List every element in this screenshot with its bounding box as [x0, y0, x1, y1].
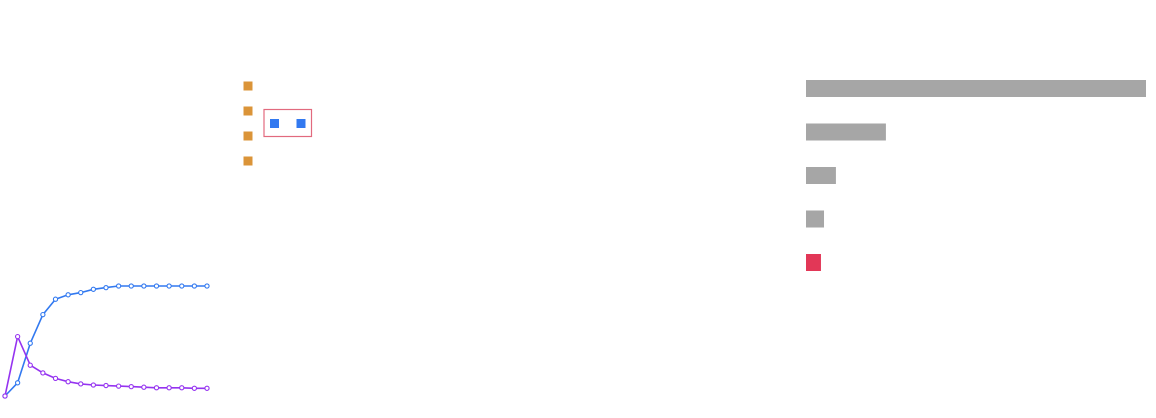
data-point-purple — [191, 385, 198, 391]
data-point-blue — [166, 283, 172, 289]
data-point-blue — [141, 283, 147, 289]
marker-orange — [243, 81, 253, 91]
data-point-blue — [52, 296, 59, 302]
data-point-blue — [128, 283, 134, 289]
data-point-blue — [204, 283, 210, 289]
data-point-blue — [115, 283, 122, 289]
marker-orange — [243, 156, 253, 166]
data-point-blue — [103, 284, 109, 291]
highlight-frame — [263, 108, 313, 138]
data-point-purple — [153, 385, 160, 391]
data-point-blue — [153, 283, 160, 289]
data-point-purple — [103, 382, 109, 389]
marker-orange — [243, 106, 253, 116]
data-point-purple — [52, 375, 59, 382]
data-point-purple — [128, 383, 134, 390]
data-point-blue — [14, 380, 21, 386]
bar — [806, 167, 836, 184]
data-point-purple — [179, 385, 185, 391]
data-point-blue — [40, 311, 46, 318]
data-point-blue — [78, 289, 84, 296]
data-point-purple — [78, 381, 84, 387]
marker-orange — [243, 131, 253, 141]
data-point-purple — [166, 385, 172, 391]
bar-chart — [806, 80, 1146, 271]
data-point-purple — [204, 385, 210, 391]
data-point-purple — [115, 383, 122, 389]
data-point-purple — [141, 384, 147, 390]
data-point-blue — [191, 283, 198, 289]
marker-plot — [243, 81, 313, 166]
bar — [806, 123, 886, 141]
data-point-blue — [90, 286, 97, 292]
marker-blue — [296, 119, 306, 128]
data-point-blue — [65, 292, 71, 298]
line-chart — [2, 283, 210, 399]
data-point-blue — [179, 283, 185, 289]
bar — [806, 210, 825, 228]
data-point-purple — [90, 382, 97, 388]
data-point-purple — [27, 362, 33, 368]
marker-blue — [270, 119, 279, 128]
series-line-blue — [4, 285, 207, 397]
data-point-blue — [27, 340, 33, 346]
bar — [806, 80, 1146, 97]
bar-highlighted — [806, 254, 821, 271]
data-point-purple — [14, 333, 21, 340]
data-point-purple — [65, 379, 71, 385]
data-point-purple — [40, 370, 46, 376]
data-point-purple — [2, 393, 8, 399]
